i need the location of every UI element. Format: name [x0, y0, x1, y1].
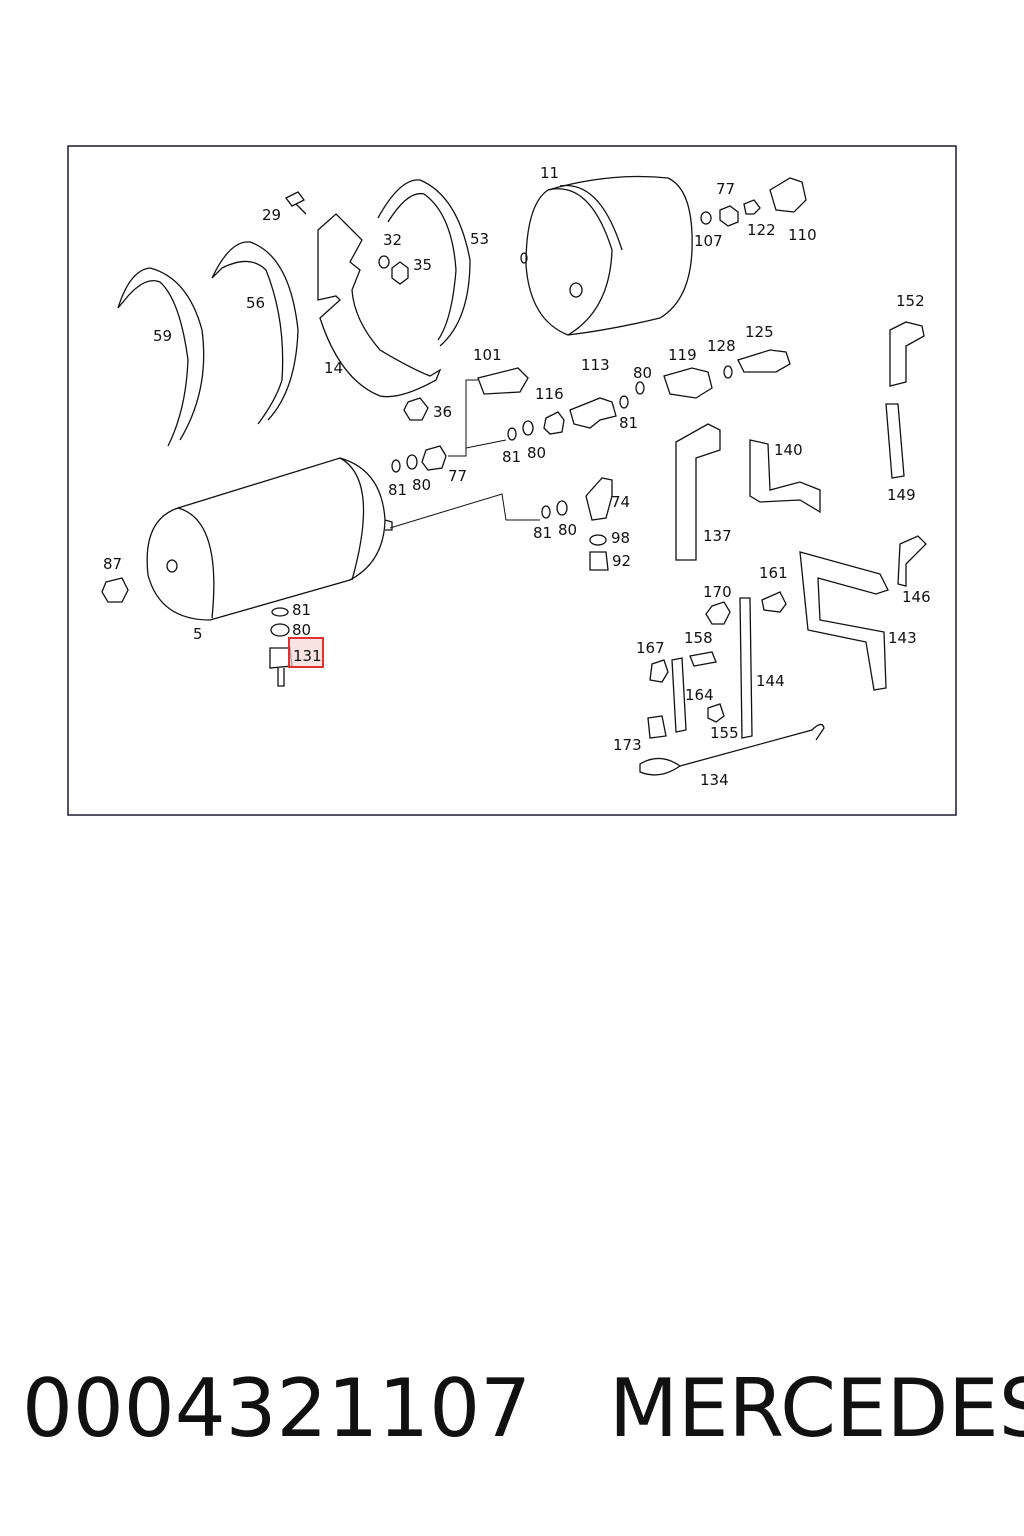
brand-name: MERCEDES — [608, 1362, 1024, 1455]
part-label-5: 5 — [193, 625, 203, 643]
parts-diagram: 29 32 35 53 11 77 107 122 110 59 56 14 3… — [67, 145, 957, 816]
part-label-81: 81 — [502, 448, 521, 466]
caption: 0004321107 MERCEDES — [22, 1362, 1024, 1472]
highlight-box-131[interactable] — [288, 637, 324, 668]
part-label-81: 81 — [292, 601, 311, 619]
part-label-36: 36 — [433, 403, 452, 421]
part-label-53: 53 — [470, 230, 489, 248]
part-label-92: 92 — [612, 552, 631, 570]
part-label-80: 80 — [633, 364, 652, 382]
part-label-170: 170 — [703, 583, 732, 601]
part-label-29: 29 — [262, 206, 281, 224]
part-label-155: 155 — [710, 724, 739, 742]
part-label-125: 125 — [745, 323, 774, 341]
part-label-87: 87 — [103, 555, 122, 573]
part-label-167: 167 — [636, 639, 665, 657]
part-label-101: 101 — [473, 346, 502, 364]
part-label-77: 77 — [716, 180, 735, 198]
part-label-80: 80 — [527, 444, 546, 462]
strap-53 — [377, 179, 471, 347]
part-number: 0004321107 — [22, 1362, 531, 1455]
leader-lines — [389, 379, 540, 529]
air-tank-11 — [520, 175, 693, 336]
part-label-80: 80 — [558, 521, 577, 539]
part-label-158: 158 — [684, 629, 713, 647]
part-label-80: 80 — [412, 476, 431, 494]
part-label-110: 110 — [788, 226, 817, 244]
air-tank-5 — [146, 457, 393, 621]
strap-56 — [211, 241, 299, 425]
part-label-173: 173 — [613, 736, 642, 754]
part-label-146: 146 — [902, 588, 931, 606]
part-label-81: 81 — [388, 481, 407, 499]
part-label-140: 140 — [774, 441, 803, 459]
part-label-122: 122 — [747, 221, 776, 239]
part-label-11: 11 — [540, 164, 559, 182]
part-label-119: 119 — [668, 346, 697, 364]
part-label-131[interactable]: 131 — [293, 647, 322, 665]
part-label-144: 144 — [756, 672, 785, 690]
part-label-152: 152 — [896, 292, 925, 310]
part-label-81: 81 — [533, 524, 552, 542]
part-label-74: 74 — [611, 493, 630, 511]
fittings — [101, 177, 825, 776]
part-label-161: 161 — [759, 564, 788, 582]
part-label-77: 77 — [448, 467, 467, 485]
part-label-128: 128 — [707, 337, 736, 355]
diagram-frame — [67, 145, 957, 816]
part-label-116: 116 — [535, 385, 564, 403]
strap-59 — [117, 267, 205, 447]
part-label-113: 113 — [581, 356, 610, 374]
part-label-14: 14 — [324, 359, 343, 377]
part-label-56: 56 — [246, 294, 265, 312]
part-labels: 29 32 35 53 11 77 107 122 110 59 56 14 3… — [103, 164, 931, 789]
bracket-14 — [317, 213, 442, 398]
brackets — [671, 321, 927, 739]
part-label-59: 59 — [153, 327, 172, 345]
part-label-149: 149 — [887, 486, 916, 504]
part-label-134: 134 — [700, 771, 729, 789]
part-label-35: 35 — [413, 256, 432, 274]
part-label-164: 164 — [685, 686, 714, 704]
part-label-107: 107 — [694, 232, 723, 250]
part-label-81: 81 — [619, 414, 638, 432]
part-label-32: 32 — [383, 231, 402, 249]
part-label-80: 80 — [292, 621, 311, 639]
part-label-98: 98 — [611, 529, 630, 547]
part-label-137: 137 — [703, 527, 732, 545]
part-label-143: 143 — [888, 629, 917, 647]
